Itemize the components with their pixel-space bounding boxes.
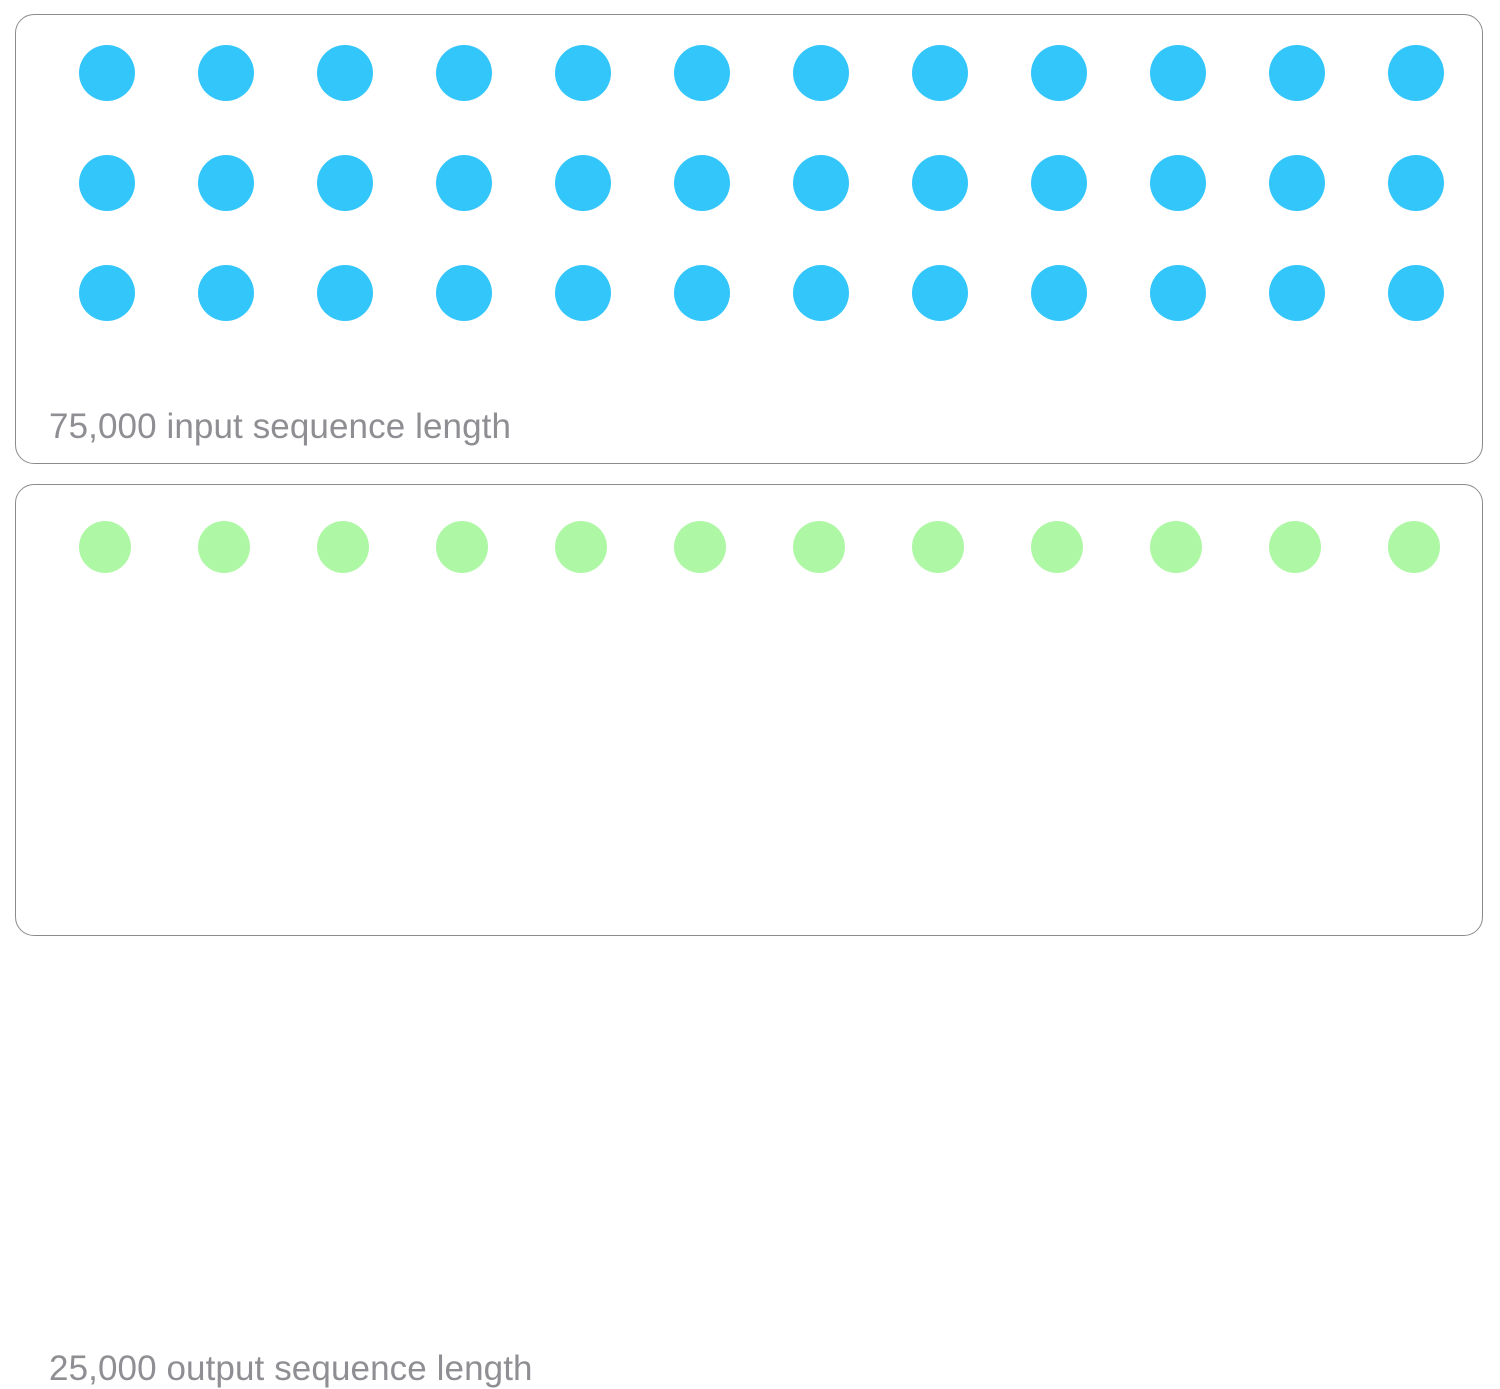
token-dot xyxy=(793,45,849,101)
token-dot xyxy=(555,265,611,321)
dot-row xyxy=(79,264,1482,322)
token-dot xyxy=(317,45,373,101)
dot-row xyxy=(79,154,1482,212)
token-dot xyxy=(1269,45,1325,101)
token-dot xyxy=(1031,521,1083,573)
token-dot xyxy=(674,155,730,211)
token-dot xyxy=(1150,521,1202,573)
token-dot xyxy=(1388,521,1440,573)
token-dot xyxy=(793,521,845,573)
input-sequence-label: 75,000 input sequence length xyxy=(49,407,512,446)
token-dot xyxy=(317,155,373,211)
token-dot xyxy=(79,521,131,573)
token-dot xyxy=(793,155,849,211)
token-dot xyxy=(674,521,726,573)
token-dot xyxy=(912,265,968,321)
token-dot xyxy=(1031,155,1087,211)
token-dot xyxy=(436,521,488,573)
token-dot xyxy=(436,265,492,321)
sequence-length-diagram: 75,000 input sequence length 25,000 outp… xyxy=(15,14,1483,1388)
token-dot xyxy=(555,155,611,211)
token-dot xyxy=(79,45,135,101)
token-dot xyxy=(436,155,492,211)
output-sequence-card: 25,000 output sequence length xyxy=(15,484,1483,1388)
token-dot xyxy=(198,155,254,211)
token-dot xyxy=(674,45,730,101)
token-dot xyxy=(198,45,254,101)
token-dot xyxy=(1031,45,1087,101)
token-dot xyxy=(1150,265,1206,321)
token-dot xyxy=(1388,45,1444,101)
token-dot xyxy=(1269,265,1325,321)
token-dot xyxy=(1150,155,1206,211)
token-dot xyxy=(555,45,611,101)
token-dot xyxy=(317,265,373,321)
token-dot xyxy=(1388,265,1444,321)
token-dot xyxy=(555,521,607,573)
token-dot xyxy=(912,45,968,101)
token-dot xyxy=(1269,155,1325,211)
token-dot xyxy=(912,521,964,573)
dot-row xyxy=(79,520,1482,574)
token-dot xyxy=(1388,155,1444,211)
token-dot xyxy=(912,155,968,211)
input-sequence-card: 75,000 input sequence length xyxy=(15,14,1483,464)
token-dot xyxy=(674,265,730,321)
token-dot xyxy=(1031,265,1087,321)
token-dot xyxy=(793,265,849,321)
token-dot xyxy=(1150,45,1206,101)
output-sequence-label: 25,000 output sequence length xyxy=(49,1349,533,1388)
dot-row xyxy=(79,44,1482,102)
token-dot xyxy=(198,265,254,321)
token-dot xyxy=(1269,521,1321,573)
token-dot xyxy=(198,521,250,573)
token-dot xyxy=(436,45,492,101)
token-dot xyxy=(317,521,369,573)
token-dot xyxy=(79,265,135,321)
token-dot xyxy=(79,155,135,211)
